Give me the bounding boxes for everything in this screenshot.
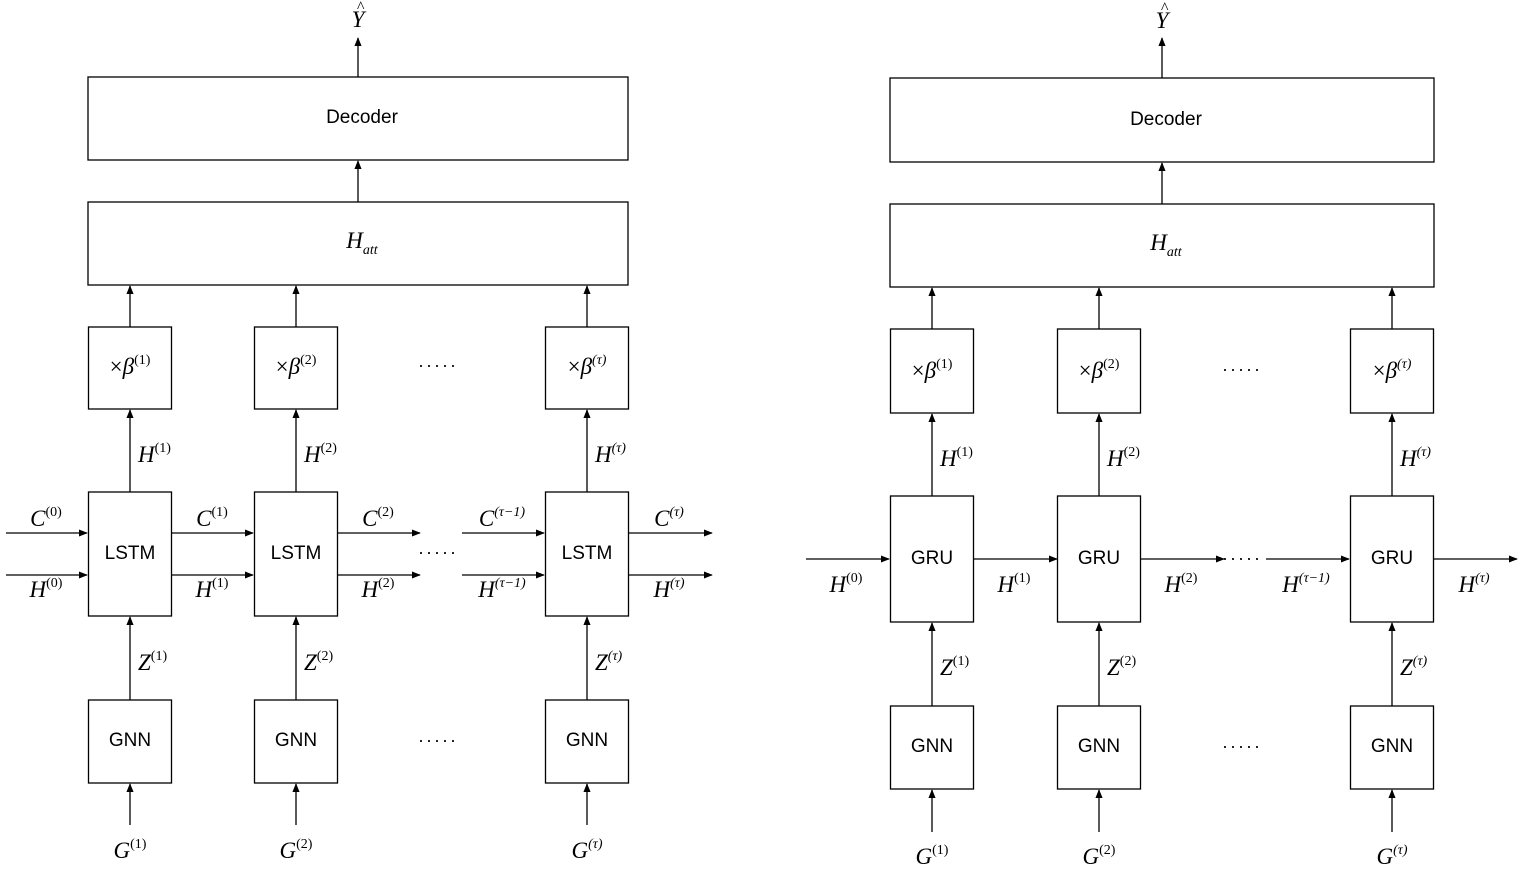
- gnn-label-tau: GNN: [566, 730, 608, 751]
- lstm-label-tau: LSTM: [562, 543, 613, 564]
- z-label-2: Z(2): [304, 649, 333, 675]
- graph-label-right-1: G(1): [916, 843, 949, 869]
- gnn-label-right-1: GNN: [911, 736, 953, 757]
- svg-text:Y: Y: [1156, 8, 1171, 33]
- beta-box-2: [253, 326, 339, 410]
- gru-label-2: GRU: [1078, 548, 1120, 569]
- hidden-up-label-right-tau: H(τ): [1399, 445, 1431, 471]
- gru-box-1: [889, 495, 975, 623]
- graph-label-right-2: G(2): [1083, 843, 1116, 869]
- lstm-box-tau: [544, 491, 630, 617]
- h-tau-side-label-right: H(τ): [1458, 571, 1490, 597]
- output-label: Y^: [352, 0, 367, 32]
- gnn-box-right-tau: [1349, 705, 1435, 790]
- h1-side-label-right: H(1): [997, 571, 1031, 597]
- lstm-ellipsis: ·····: [418, 542, 458, 562]
- h1-side-label: H(1): [195, 576, 229, 602]
- beta-ellipsis-right: ·····: [1222, 359, 1262, 379]
- z-label-right-1: Z(1): [940, 654, 969, 680]
- lstm-label-1: LSTM: [105, 543, 156, 564]
- beta-label-tau: ×β(τ): [568, 353, 607, 379]
- gnn-label-right-2: GNN: [1078, 736, 1120, 757]
- gnn-label-2: GNN: [275, 730, 317, 751]
- decoder-box: [87, 76, 629, 161]
- c1-label: C(1): [196, 505, 228, 531]
- svg-text:^: ^: [1161, 0, 1169, 17]
- h-tau-side-label: H(τ): [653, 576, 685, 602]
- beta-label-right-tau: ×β(τ): [1373, 357, 1412, 383]
- graph-label-2: G(2): [280, 837, 313, 863]
- beta-label-2: ×β(2): [276, 353, 317, 379]
- gru-box-tau: [1349, 495, 1435, 623]
- decoder-label: Decoder: [326, 107, 398, 128]
- lstm-label-2: LSTM: [271, 543, 322, 564]
- gnn-box-2: [253, 699, 339, 784]
- graph-label-tau: G(τ): [572, 837, 603, 863]
- z-label-right-2: Z(2): [1107, 654, 1136, 680]
- beta-box-1: [87, 326, 173, 410]
- graph-label-right-tau: G(τ): [1377, 843, 1408, 869]
- graph-label-1: G(1): [114, 837, 147, 863]
- c0-label: C(0): [30, 505, 62, 531]
- beta-label-right-1: ×β(1): [912, 357, 953, 383]
- beta-ellipsis: ·····: [418, 355, 458, 375]
- attention-box-right: [889, 203, 1435, 288]
- attention-label-right: Hatt: [1149, 230, 1183, 260]
- gnn-label-right-tau: GNN: [1371, 736, 1413, 757]
- svg-text:^: ^: [357, 0, 365, 16]
- gru-ellipsis: ·····: [1222, 548, 1262, 568]
- beta-box-right-tau: [1349, 328, 1435, 414]
- hidden-up-label-right-2: H(2): [1106, 445, 1140, 471]
- z-label-right-tau: Z(τ): [1400, 654, 1427, 680]
- hidden-up-label-tau: H(τ): [594, 441, 626, 467]
- h2-side-label-right: H(2): [1164, 571, 1198, 597]
- h2-side-label: H(2): [361, 576, 395, 602]
- h-tau-minus-1-label-right: H(τ−1): [1281, 571, 1330, 597]
- h0-label-right: H(0): [829, 571, 863, 597]
- z-label-tau: Z(τ): [595, 649, 622, 675]
- h0-label: H(0): [29, 576, 63, 602]
- gru-label-1: GRU: [911, 548, 953, 569]
- lstm-box-2: [253, 491, 339, 617]
- decoder-box-right: [889, 77, 1435, 163]
- gnn-box-1: [87, 699, 173, 784]
- attention-label: Hatt: [345, 228, 379, 258]
- c-tau-label: C(τ): [654, 505, 684, 531]
- hidden-up-label-right-1: H(1): [939, 445, 973, 471]
- h-tau-minus-1-label: H(τ−1): [477, 576, 526, 602]
- attention-box: [87, 201, 629, 286]
- hidden-up-label-2: H(2): [303, 441, 337, 467]
- hidden-up-label-1: H(1): [137, 441, 171, 467]
- c2-label: C(2): [362, 505, 394, 531]
- z-label-1: Z(1): [138, 649, 167, 675]
- svg-text:Y: Y: [352, 7, 367, 32]
- gru-label-tau: GRU: [1371, 548, 1413, 569]
- lstm-box-1: [87, 491, 173, 617]
- decoder-label-right: Decoder: [1130, 109, 1202, 130]
- beta-label-1: ×β(1): [110, 353, 151, 379]
- gnn-box-tau: [544, 699, 630, 784]
- beta-box-tau: [544, 326, 630, 410]
- beta-label-right-2: ×β(2): [1079, 357, 1120, 383]
- beta-box-right-1: [889, 328, 975, 414]
- gnn-ellipsis: ·····: [418, 730, 458, 750]
- gnn-label-1: GNN: [109, 730, 151, 751]
- gnn-ellipsis-right: ·····: [1222, 736, 1262, 756]
- gnn-box-right-1: [889, 705, 975, 790]
- output-label-right: Y^: [1156, 0, 1171, 33]
- c-tau-minus-1-label: C(τ−1): [479, 505, 525, 531]
